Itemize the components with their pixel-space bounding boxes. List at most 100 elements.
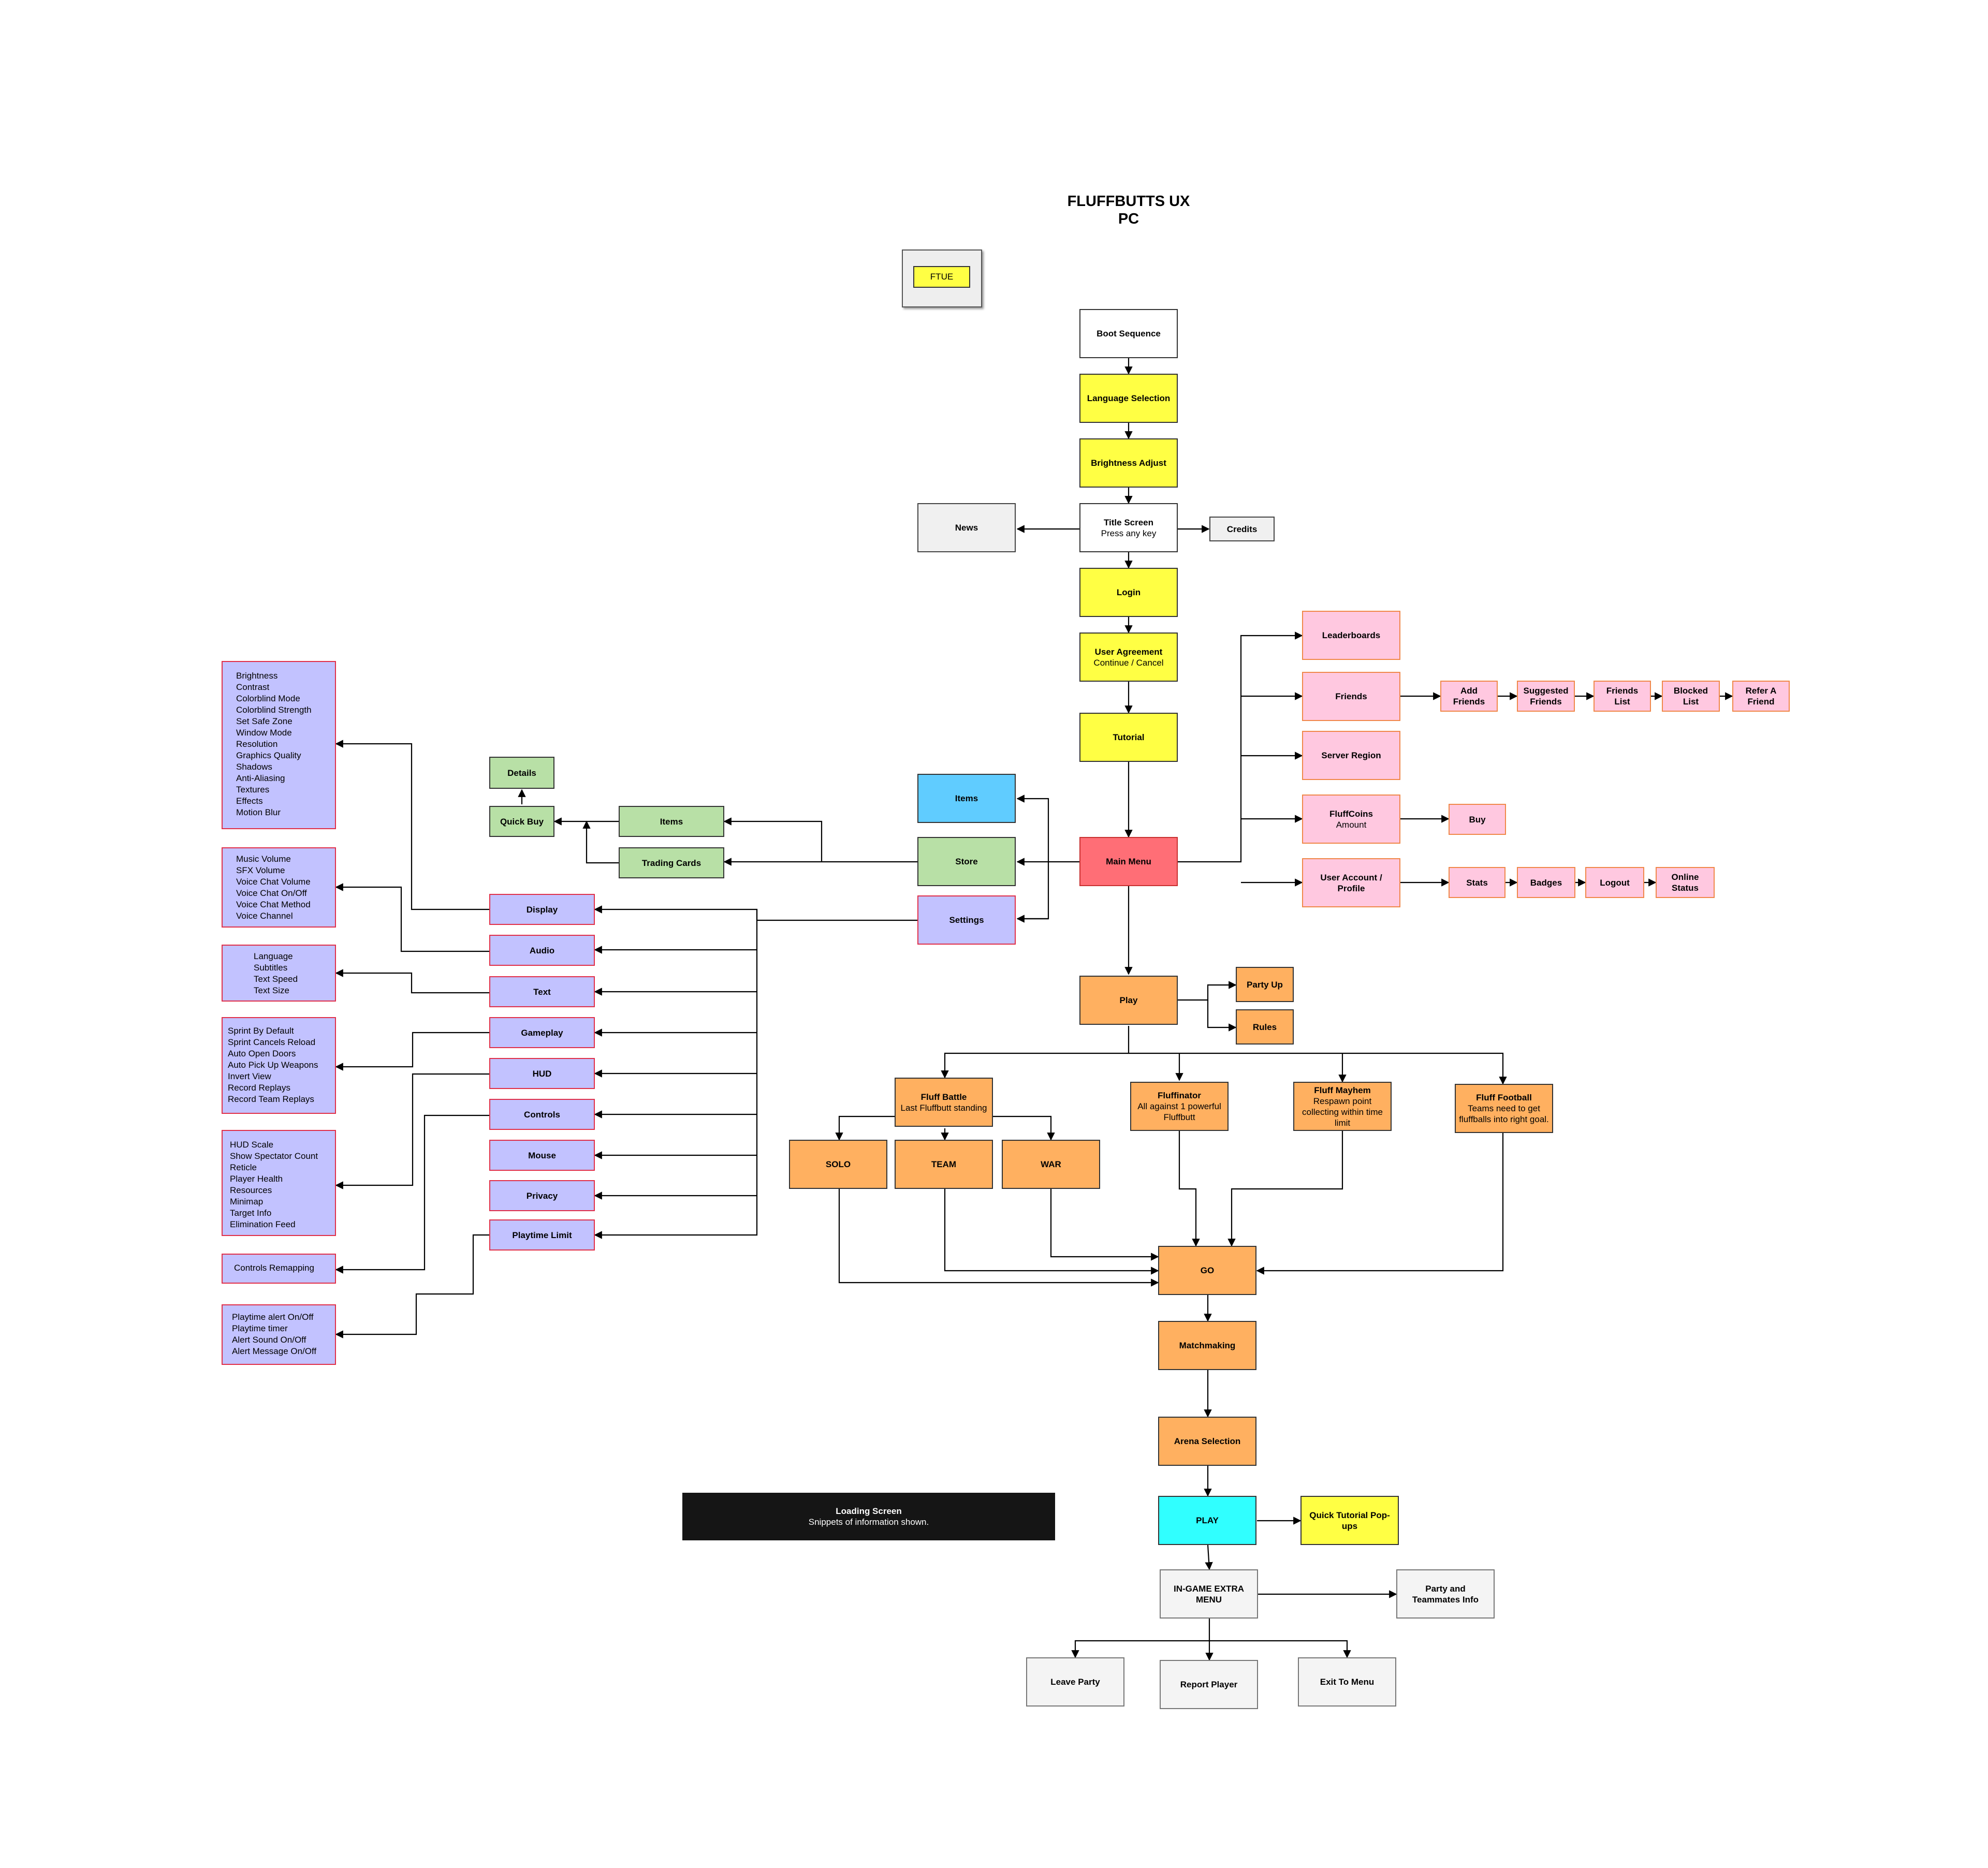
list-item: Resources — [230, 1185, 272, 1195]
node-label: Exit To Menu — [1320, 1677, 1375, 1687]
node-matchmaking[interactable]: Matchmaking — [1158, 1321, 1256, 1370]
node-label: PLAY — [1196, 1516, 1219, 1525]
node-settings-gameplay[interactable]: Gameplay — [489, 1017, 595, 1048]
node-war[interactable]: WAR — [1002, 1140, 1100, 1189]
list-item: Alert Message On/Off — [232, 1346, 317, 1356]
node-tutorial[interactable]: Tutorial — [1079, 713, 1178, 762]
node-trading-cards[interactable]: Trading Cards — [619, 847, 724, 878]
node-suggested-friends[interactable]: Suggested Friends — [1517, 681, 1575, 712]
node-brightness-adjust[interactable]: Brightness Adjust — [1079, 438, 1178, 488]
node-details[interactable]: Details — [489, 757, 554, 789]
node-settings-hud[interactable]: HUD — [489, 1058, 595, 1089]
node-label: Matchmaking — [1179, 1341, 1236, 1350]
node-quick-buy[interactable]: Quick Buy — [489, 806, 554, 837]
list-item: Voice Chat Volume — [236, 877, 311, 887]
node-label: Fluff Football — [1476, 1093, 1532, 1102]
node-news[interactable]: News — [917, 503, 1016, 552]
node-settings-audio[interactable]: Audio — [489, 935, 595, 966]
node-label: Store — [955, 857, 978, 866]
node-exit-to-menu[interactable]: Exit To Menu — [1298, 1657, 1396, 1707]
node-team[interactable]: TEAM — [895, 1140, 993, 1189]
list-playtime-options: Playtime alert On/Off Playtime timer Ale… — [222, 1304, 336, 1365]
list-item: Show Spectator Count — [230, 1151, 318, 1161]
node-friends[interactable]: Friends — [1302, 672, 1400, 721]
list-item: Colorblind Strength — [236, 705, 312, 715]
node-sublabel: Last Fluffbutt standing — [900, 1102, 987, 1113]
node-leave-party[interactable]: Leave Party — [1026, 1657, 1124, 1707]
list-item: Language — [254, 951, 293, 961]
list-item: Playtime timer — [232, 1323, 288, 1333]
list-item: HUD Scale — [230, 1140, 274, 1150]
node-label: Badges — [1530, 877, 1562, 888]
list-audio-options: Music Volume SFX Volume Voice Chat Volum… — [222, 847, 336, 928]
node-sublabel: Continue / Cancel — [1093, 657, 1164, 668]
node-quick-tutorial[interactable]: Quick Tutorial Pop-ups — [1300, 1496, 1399, 1545]
node-ingame-extra-menu[interactable]: IN-GAME EXTRA MENU — [1160, 1569, 1258, 1619]
list-hud-options: HUD Scale Show Spectator Count Reticle P… — [222, 1130, 336, 1236]
node-language-selection[interactable]: Language Selection — [1079, 374, 1178, 423]
node-items[interactable]: Items — [619, 806, 724, 837]
list-item: Alert Sound On/Off — [232, 1335, 306, 1345]
node-report-player[interactable]: Report Player — [1160, 1660, 1258, 1709]
node-sublabel: Respawn point collecting within time lim… — [1302, 1096, 1383, 1128]
node-stats[interactable]: Stats — [1449, 867, 1505, 898]
node-refer-a-friend[interactable]: Refer A Friend — [1732, 681, 1790, 712]
legend-box: FTUE — [902, 249, 982, 307]
node-settings-playtime-limit[interactable]: Playtime Limit — [489, 1219, 595, 1251]
node-friends-list[interactable]: Friends List — [1594, 681, 1651, 712]
node-buy[interactable]: Buy — [1449, 804, 1506, 835]
node-boot-sequence[interactable]: Boot Sequence — [1079, 309, 1178, 358]
list-item: Set Safe Zone — [236, 716, 293, 726]
node-play[interactable]: Play — [1079, 976, 1178, 1025]
node-login[interactable]: Login — [1079, 568, 1178, 617]
list-item: SFX Volume — [236, 865, 285, 875]
node-settings-controls[interactable]: Controls — [489, 1099, 595, 1130]
node-play-caps[interactable]: PLAY — [1158, 1496, 1256, 1545]
node-label: Fluffinator — [1157, 1091, 1202, 1100]
node-settings-mouse[interactable]: Mouse — [489, 1140, 595, 1171]
node-items-blue[interactable]: Items — [917, 774, 1016, 823]
node-arena-selection[interactable]: Arena Selection — [1158, 1417, 1256, 1466]
node-settings-privacy[interactable]: Privacy — [489, 1180, 595, 1211]
node-credits[interactable]: Credits — [1209, 517, 1275, 541]
node-store[interactable]: Store — [917, 837, 1016, 886]
list-item: Elimination Feed — [230, 1219, 296, 1229]
node-label: Title Screen — [1103, 517, 1154, 527]
node-leaderboards[interactable]: Leaderboards — [1302, 611, 1400, 660]
node-rules[interactable]: Rules — [1236, 1009, 1294, 1045]
node-label: Playtime Limit — [512, 1230, 572, 1240]
node-label: Quick Tutorial Pop-ups — [1309, 1510, 1390, 1531]
node-logout[interactable]: Logout — [1585, 867, 1644, 898]
list-item: Record Team Replays — [228, 1094, 314, 1104]
list-item: Music Volume — [236, 854, 291, 864]
node-blocked-list[interactable]: Blocked List — [1662, 681, 1720, 712]
node-main-menu[interactable]: Main Menu — [1079, 837, 1178, 886]
node-settings-display[interactable]: Display — [489, 894, 595, 925]
node-add-friends[interactable]: Add Friends — [1440, 681, 1498, 712]
node-label: HUD — [532, 1068, 552, 1079]
node-sublabel: Amount — [1336, 819, 1367, 830]
node-label: Display — [526, 904, 558, 915]
node-label: Language Selection — [1087, 393, 1171, 403]
node-solo[interactable]: SOLO — [789, 1140, 887, 1189]
node-party-up[interactable]: Party Up — [1236, 967, 1294, 1002]
node-badges[interactable]: Badges — [1517, 867, 1575, 898]
list-item: Contrast — [236, 682, 270, 692]
node-label: Buy — [1469, 814, 1486, 825]
node-label: Online Status — [1671, 872, 1699, 893]
node-party-teammates-info[interactable]: Party and Teammates Info — [1396, 1569, 1495, 1619]
node-settings-text[interactable]: Text — [489, 976, 595, 1007]
node-user-account[interactable]: User Account / Profile — [1302, 858, 1400, 907]
list-item: Auto Pick Up Weapons — [228, 1060, 318, 1070]
node-settings[interactable]: Settings — [917, 895, 1016, 945]
node-server-region[interactable]: Server Region — [1302, 731, 1400, 780]
node-go[interactable]: GO — [1158, 1246, 1256, 1295]
node-online-status[interactable]: Online Status — [1656, 867, 1715, 898]
